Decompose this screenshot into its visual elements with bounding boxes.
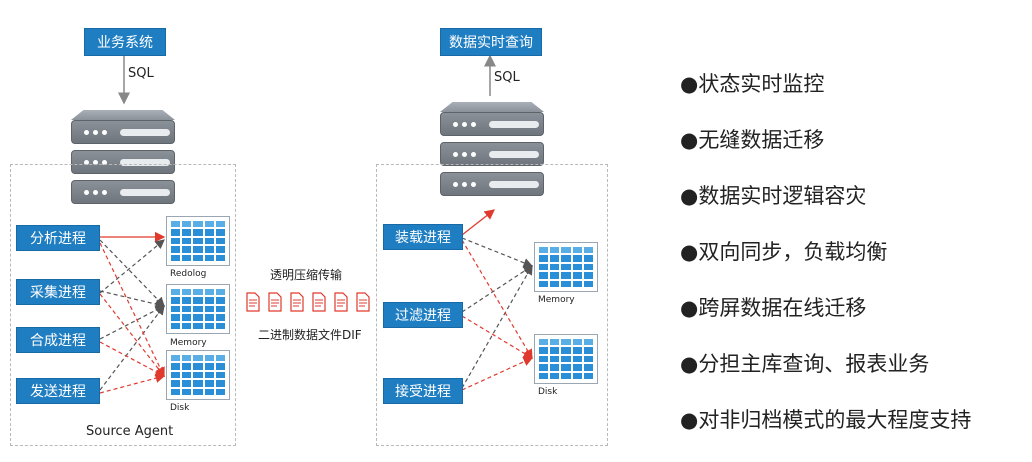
document-icon xyxy=(312,292,326,312)
source-agent-region xyxy=(10,164,236,446)
compression-transfer-label: 透明压缩传输 xyxy=(270,268,343,282)
binary-dif-label: 二进制数据文件DIF xyxy=(258,328,362,342)
receive-process-box: 接受进程 xyxy=(383,378,463,404)
document-icon xyxy=(290,292,304,312)
feature-item: ●无缝数据迁移 xyxy=(680,128,825,152)
feature-item: ●状态实时监控 xyxy=(680,72,825,96)
merge-process-box: 合成进程 xyxy=(16,327,100,353)
redolog-label: Redolog xyxy=(170,269,207,279)
filter-process-box: 过滤进程 xyxy=(383,302,463,328)
collect-process-box: 采集进程 xyxy=(16,279,100,305)
feature-item: ●数据实时逻辑容灾 xyxy=(680,184,867,208)
document-icon xyxy=(246,292,260,312)
left-memory-label: Memory xyxy=(170,338,207,348)
feature-item: ●对非归档模式的最大程度支持 xyxy=(680,408,972,432)
realtime-query-box: 数据实时查询 xyxy=(440,28,542,56)
feature-list: ●状态实时监控 ●无缝数据迁移 ●数据实时逻辑容灾 ●双向同步，负载均衡 ●跨屏… xyxy=(680,64,971,456)
left-server-icon xyxy=(71,104,175,208)
target-agent-region xyxy=(376,164,608,446)
right-memory-label: Memory xyxy=(538,295,575,305)
left-disk-table-icon xyxy=(166,350,230,400)
right-disk-table-icon xyxy=(534,334,598,384)
source-agent-label: Source Agent xyxy=(86,424,174,439)
source-system-box: 业务系统 xyxy=(84,28,166,56)
right-memory-table-icon xyxy=(534,242,598,292)
analyze-process-box: 分析进程 xyxy=(16,225,100,251)
document-icon xyxy=(268,292,282,312)
document-icon xyxy=(334,292,348,312)
left-sql-label: SQL xyxy=(128,66,154,81)
document-icon xyxy=(356,292,370,312)
right-server-icon xyxy=(440,96,544,200)
left-memory-table-icon xyxy=(166,284,230,334)
feature-item: ●双向同步，负载均衡 xyxy=(680,240,888,264)
right-disk-label: Disk xyxy=(538,387,558,397)
left-disk-label: Disk xyxy=(170,403,190,413)
feature-item: ●分担主库查询、报表业务 xyxy=(680,352,930,376)
feature-item: ●跨屏数据在线迁移 xyxy=(680,296,867,320)
load-process-box: 装载进程 xyxy=(383,224,463,250)
right-sql-label: SQL xyxy=(494,70,520,85)
dif-files-group xyxy=(246,292,376,316)
send-process-box: 发送进程 xyxy=(16,378,100,404)
redolog-table-icon xyxy=(166,216,230,266)
